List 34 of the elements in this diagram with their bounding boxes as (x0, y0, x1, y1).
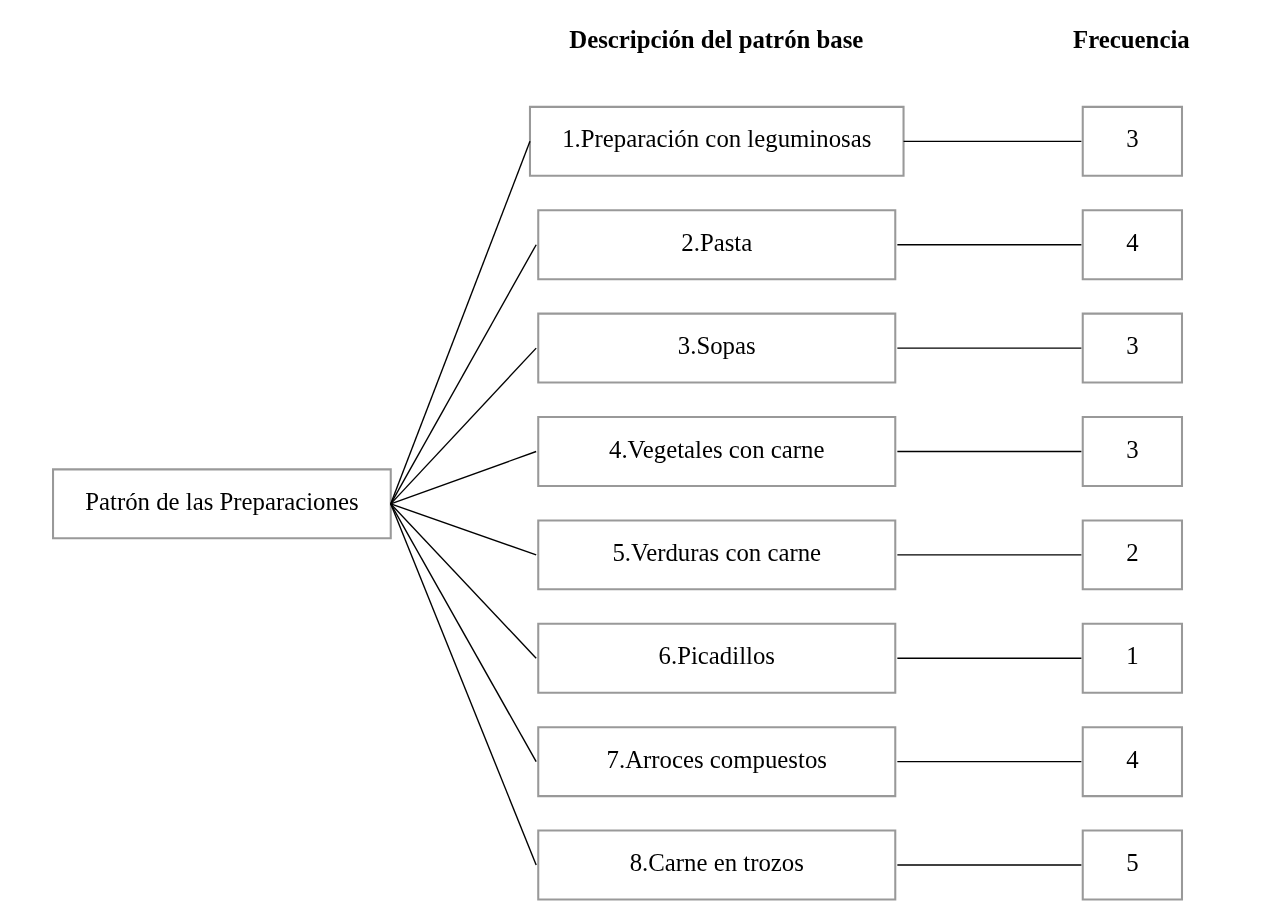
node-box: 4.Vegetales con carne (537, 415, 897, 487)
node-box: 3 (1081, 312, 1184, 384)
connector (896, 243, 1083, 245)
connector (896, 657, 1083, 659)
connector (390, 243, 537, 505)
node-box: 7.Arroces compuestos (537, 725, 897, 797)
node-box: 5.Verduras con carne (537, 518, 897, 590)
connector (390, 502, 537, 866)
node-box: 3.Sopas (537, 312, 897, 384)
node-box: 2 (1081, 518, 1184, 590)
node-box: 3 (1081, 415, 1184, 487)
connector (390, 502, 537, 556)
connector (390, 502, 537, 659)
connector (390, 450, 537, 505)
node-box: 4 (1081, 208, 1184, 280)
connector (896, 553, 1083, 556)
node-box: 1.Preparación con leguminosas (528, 105, 905, 177)
node-box: 1 (1081, 622, 1184, 694)
label: Frecuencia (1073, 25, 1190, 53)
connector (896, 760, 1083, 762)
connector (390, 502, 537, 762)
connector (390, 346, 537, 505)
connector (896, 346, 1083, 349)
node-box: 5 (1081, 829, 1184, 901)
connector (896, 863, 1083, 866)
node-box: Patrón de las Preparaciones (52, 467, 392, 539)
label: Descripción del patrón base (569, 25, 864, 53)
node-box: 8.Carne en trozos (537, 829, 897, 901)
node-box: 4 (1081, 725, 1184, 797)
node-box: 2.Pasta (537, 208, 897, 280)
connector (902, 140, 1083, 142)
node-box: 3 (1081, 105, 1184, 177)
node-box: 6.Picadillos (537, 622, 897, 694)
connector (896, 450, 1083, 452)
